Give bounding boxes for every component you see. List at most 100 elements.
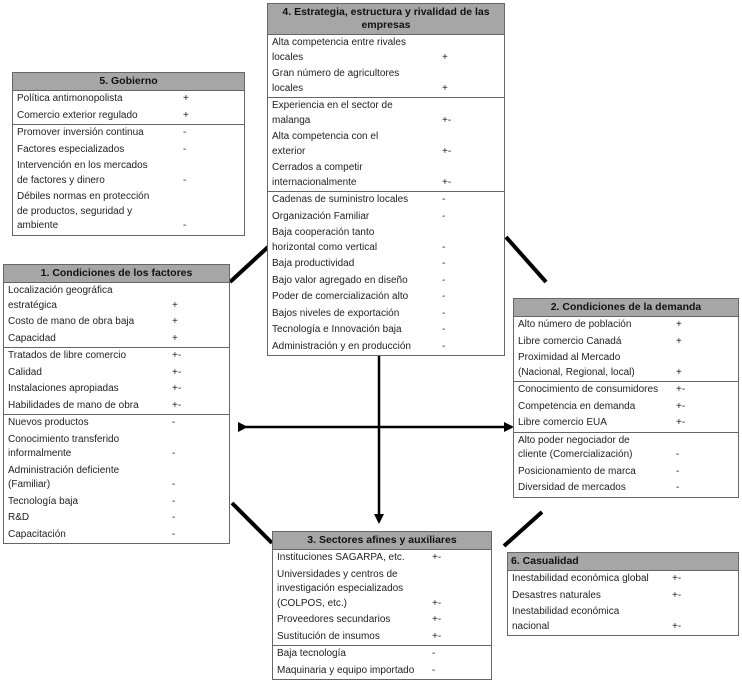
factor-sign: +-: [432, 630, 442, 642]
factor-sign: -: [183, 220, 187, 231]
factor-row: Baja productividad-: [268, 256, 504, 273]
factor-label: Promover inversión continua: [17, 127, 144, 138]
factor-row: Administración deficiente (Familiar) -: [4, 463, 229, 494]
box-demanda-title: 2. Condiciones de la demanda: [514, 299, 738, 317]
factor-group: Localización geográfica estratégica +Cost…: [4, 283, 229, 348]
factor-label: Débiles normas en protección de producto…: [17, 191, 150, 231]
factor-label: Universidades y centros de investigación…: [277, 568, 404, 609]
factor-row: Maquinaria y equipo importado -: [273, 663, 491, 680]
factor-sign: +: [172, 332, 178, 344]
factor-row: Capacidad+: [4, 331, 229, 348]
factor-group: Cadenas de suministro locales-Organizaci…: [268, 192, 504, 355]
factor-sign: +-: [672, 573, 682, 584]
factor-sign: -: [442, 340, 446, 352]
factor-label: Comercio exterior regulado: [17, 109, 138, 121]
factor-sign: -: [442, 291, 446, 302]
factor-sign: +: [676, 366, 682, 378]
factor-group: Alta competencia entre rivales locales+G…: [268, 35, 504, 98]
factor-label: Proximidad al Mercado (Nacional, Regiona…: [518, 352, 635, 378]
factor-sign: +: [172, 316, 178, 327]
factor-label: Nuevos productos: [8, 417, 89, 428]
factor-label: Maquinaria y equipo importado: [277, 664, 415, 676]
factor-group: Conocimiento de consumidores+-Competenci…: [514, 382, 738, 433]
box-estrategia-title: 4. Estrategia, estructura y rivalidad de…: [268, 4, 504, 35]
factor-sign: +-: [172, 366, 182, 378]
factor-row: Universidades y centros de investigación…: [273, 567, 491, 613]
factor-sign: -: [442, 194, 446, 205]
factor-row: Experiencia en el sector de malanga+-: [268, 98, 504, 129]
factor-sign: -: [442, 274, 446, 286]
factor-row: Administración y en producción -: [268, 339, 504, 356]
factor-row: Alto poder negociador de cliente (Comerc…: [514, 433, 738, 464]
factor-sign: +-: [442, 114, 452, 126]
factor-sign: -: [442, 324, 446, 335]
factor-group: Alto poder negociador de cliente (Comerc…: [514, 433, 738, 497]
factor-sign: +-: [672, 620, 682, 632]
factor-row: Costo de mano de obra baja+: [4, 314, 229, 331]
factor-sign: +-: [432, 614, 442, 625]
factor-label: Alto poder negociador de cliente (Comerc…: [518, 434, 633, 461]
factor-label: Administración deficiente (Familiar): [8, 464, 120, 491]
factor-row: Conocimiento transferido informalmente-: [4, 432, 229, 463]
factor-row: Gran número de agricultores locales+: [268, 66, 504, 97]
factor-row: Promover inversión continua-: [13, 125, 244, 142]
factor-row: Habilidades de mano de obra +-: [4, 398, 229, 415]
factor-sign: -: [172, 479, 176, 490]
factor-group: Alto número de población+Libre comercio …: [514, 317, 738, 382]
factor-label: Sustitución de insumos: [277, 630, 380, 642]
factor-label: Gran número de agricultores locales: [272, 68, 400, 94]
factor-sign: +-: [432, 597, 442, 609]
factor-sign: -: [676, 449, 680, 460]
factor-label: R&D: [8, 512, 30, 523]
factor-group: Política antimonopolista+Comercio exteri…: [13, 91, 244, 125]
box-casualidad: 6. Casualidad Inestabilidad económica gl…: [507, 552, 739, 636]
factor-group: Inestabilidad económica global+-Desastre…: [508, 571, 738, 635]
factor-row: Bajo valor agregado en diseño-: [268, 273, 504, 290]
factor-row: Nuevos productos-: [4, 415, 229, 432]
factor-sign: +-: [172, 350, 182, 361]
factor-row: Libre comercio EUA+-: [514, 415, 738, 432]
factor-row: Cadenas de suministro locales-: [268, 192, 504, 209]
factor-row: Alto número de población+: [514, 317, 738, 334]
factor-sign: -: [172, 528, 176, 540]
factor-row: Débiles normas en protección de producto…: [13, 189, 244, 235]
factor-label: Tratados de libre comercio: [8, 350, 127, 361]
factor-sign: -: [183, 174, 187, 186]
factor-sign: +: [442, 51, 448, 63]
factor-sign: +-: [442, 145, 452, 157]
factor-label: Poder de comercialización alto: [272, 291, 409, 302]
factor-label: Administración y en producción: [272, 340, 411, 352]
connector-factores-sectores: [230, 501, 274, 545]
factor-row: Sustitución de insumos +-: [273, 629, 491, 646]
factor-label: Factores especializados: [17, 143, 125, 155]
factor-label: Inestabilidad económica nacional: [512, 606, 620, 632]
factor-sign: -: [183, 143, 187, 155]
factor-sign: -: [442, 210, 446, 222]
factor-label: Localización geográfica estratégica: [8, 285, 113, 311]
factor-sign: -: [676, 465, 680, 477]
factor-row: Posicionamiento de marca-: [514, 464, 738, 481]
factor-sign: -: [676, 482, 680, 493]
factor-sign: +: [676, 319, 682, 330]
factor-row: Capacitación -: [4, 527, 229, 544]
connector-estrategia-demanda: [504, 235, 548, 284]
factor-row: Bajos niveles de exportación-: [268, 306, 504, 323]
box-estrategia: 4. Estrategia, estructura y rivalidad de…: [267, 3, 505, 356]
factor-row: Desastres naturales+-: [508, 588, 738, 605]
factor-label: Conocimiento transferido informalmente: [8, 433, 120, 460]
box-estrategia-groups: Alta competencia entre rivales locales+G…: [268, 35, 504, 355]
factor-sign: -: [432, 648, 436, 659]
factor-group: Instituciones SAGARPA, etc.+-Universidad…: [273, 550, 491, 646]
factor-label: Baja productividad: [272, 258, 355, 269]
factor-row: Instalaciones apropiadas+-: [4, 381, 229, 398]
factor-row: Calidad+-: [4, 365, 229, 382]
factor-row: Intervención en los mercados de factores…: [13, 158, 244, 189]
factor-sign: +-: [172, 399, 182, 411]
factor-row: Alta competencia entre rivales locales+: [268, 35, 504, 66]
factor-label: Capacitación: [8, 528, 66, 540]
factor-sign: -: [432, 664, 436, 676]
factor-sign: +: [183, 93, 189, 104]
factor-label: Habilidades de mano de obra: [8, 399, 139, 411]
connector-demanda-sectores: [502, 510, 544, 548]
box-factores: 1. Condiciones de los factores Localizac…: [3, 264, 230, 544]
